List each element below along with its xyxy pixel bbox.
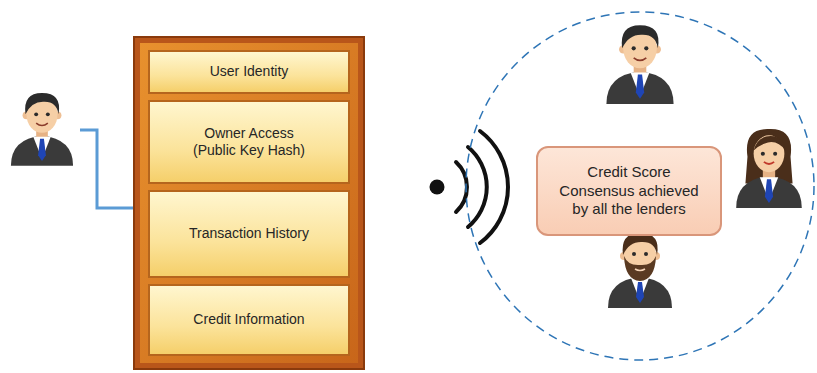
node-label: User Identity xyxy=(210,63,289,81)
broadcast-dot xyxy=(430,180,445,195)
broadcast-wave xyxy=(480,131,508,243)
record-field: Transaction History xyxy=(148,190,350,278)
lender-figure xyxy=(608,233,672,308)
record-field: Owner Access (Public Key Hash) xyxy=(148,100,350,184)
record-field: User Identity xyxy=(148,50,350,94)
node-label: Transaction History xyxy=(189,225,309,243)
consensus-box: Credit Score Consensus achieved by all t… xyxy=(536,146,722,236)
record-panel xyxy=(140,43,358,363)
node-label: Owner Access (Public Key Hash) xyxy=(186,125,312,160)
node-label: Credit Information xyxy=(193,311,304,329)
borrower-figure xyxy=(11,93,73,166)
record-field: Credit Information xyxy=(148,284,350,356)
lender-figure xyxy=(736,129,802,208)
record-frame xyxy=(134,37,364,369)
lender-network xyxy=(466,12,814,360)
broadcast-wave xyxy=(468,147,487,227)
lender-figure xyxy=(606,25,673,104)
node-label: Credit Score Consensus achieved by all t… xyxy=(558,163,700,219)
